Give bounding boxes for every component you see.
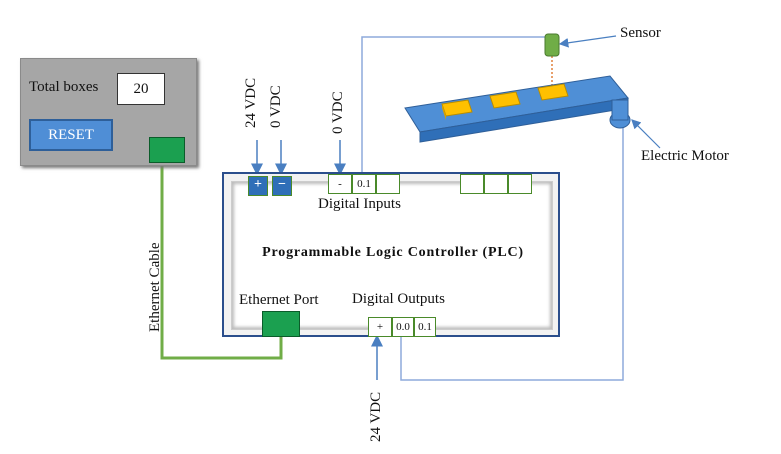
output-terminal-0-0: 0.0 (392, 317, 414, 337)
sensor-icon (544, 33, 560, 57)
plc-unit: Programmable Logic Controller (PLC) + − … (222, 172, 560, 337)
digital-outputs-label: Digital Outputs (352, 291, 445, 307)
reset-button[interactable]: RESET (29, 119, 113, 151)
power-plus-terminal: + (248, 176, 268, 196)
0vdc-inputs-label: 0 VDC (330, 91, 346, 134)
output-terminal-0-1: 0.1 (414, 317, 436, 337)
output-terminal-common: + (368, 317, 392, 337)
hmi-panel: Total boxes 20 RESET (20, 58, 197, 166)
input-terminal-empty (376, 174, 400, 194)
input-terminal-common: - (328, 174, 352, 194)
extra-terminal (460, 174, 484, 194)
plc-title: Programmable Logic Controller (PLC) (262, 245, 524, 260)
power-minus-terminal: − (272, 176, 292, 196)
ethernet-cable (160, 164, 283, 360)
sensor-label: Sensor (620, 25, 661, 41)
total-boxes-label: Total boxes (29, 79, 99, 95)
electric-motor-label: Electric Motor (641, 148, 729, 164)
conveyor-icon (404, 75, 631, 143)
box-icon (441, 83, 569, 120)
hmi-ethernet-port (149, 137, 185, 163)
digital-inputs-label: Digital Inputs (318, 196, 401, 212)
ethernet-cable-label: Ethernet Cable (147, 242, 163, 332)
ethernet-port-label: Ethernet Port (239, 292, 319, 308)
plc-ethernet-port (262, 311, 300, 337)
total-boxes-value: 20 (117, 73, 165, 105)
input-terminal-0-1: 0.1 (352, 174, 376, 194)
sensor-wire (361, 36, 548, 172)
motor-wire (400, 128, 624, 381)
24vdc-label: 24 VDC (243, 77, 259, 128)
extra-terminal (508, 174, 532, 194)
extra-terminal (484, 174, 508, 194)
24vdc-outputs-label: 24 VDC (368, 391, 384, 442)
0vdc-label: 0 VDC (268, 85, 284, 128)
plc-face: Programmable Logic Controller (PLC) (231, 181, 553, 330)
